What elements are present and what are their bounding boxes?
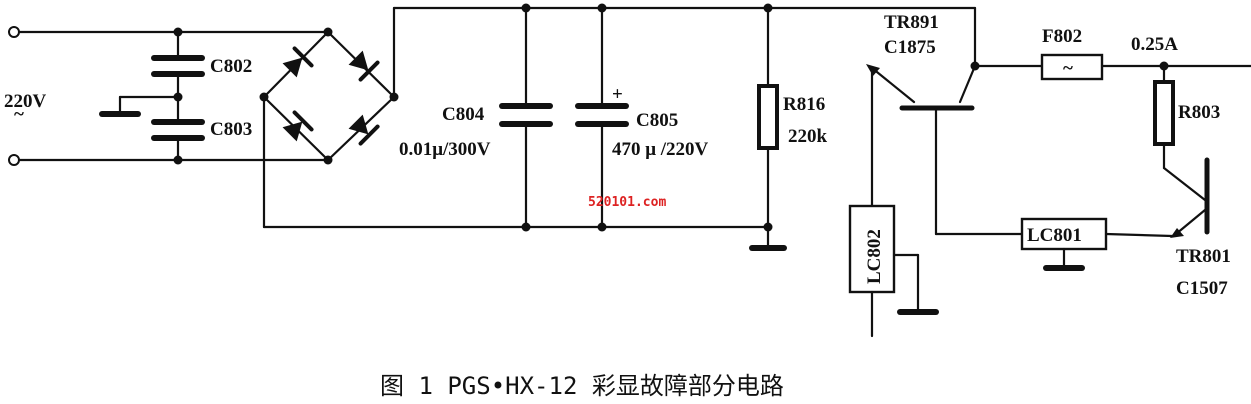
- diode-lower-left: [282, 110, 314, 142]
- c804-value: 0.01μ/300V: [399, 139, 491, 160]
- input-terminal-bottom: [8, 154, 20, 166]
- module-lc802: LC802: [848, 204, 939, 338]
- tr891-label: TR891: [884, 12, 939, 33]
- transistor-tr801: TR801 C1507: [1162, 157, 1231, 299]
- diode-upper-right: [348, 50, 380, 82]
- bridge-rectifier: [259, 27, 399, 165]
- figure-caption: 图 1 PGS•HX-12 彩显故障部分电路: [380, 372, 784, 400]
- input-voltage-label: 220V: [4, 91, 47, 112]
- tr801-label: TR801: [1176, 246, 1231, 267]
- c802-label: C802: [210, 56, 252, 77]
- r816-label: R816: [783, 94, 825, 115]
- f802-label: F802: [1042, 26, 1082, 47]
- fuse-f802: ~ F802 0.25A: [973, 26, 1251, 81]
- tr801-part: C1507: [1176, 278, 1228, 299]
- lc802-label: LC802: [864, 229, 885, 284]
- capacitor-c802-c803: C802 C803: [99, 27, 252, 165]
- watermark: 520101.com: [588, 195, 666, 210]
- diode-upper-left: [282, 46, 314, 78]
- input-ac-symbol: ~: [14, 104, 24, 125]
- resistor-r816: R816 220k: [749, 6, 828, 251]
- fuse-symbol: ~: [1063, 58, 1073, 79]
- tr891-part: C1875: [884, 37, 936, 58]
- transistor-tr891: TR891 C1875: [866, 12, 1024, 236]
- c805-name: C805: [636, 110, 678, 131]
- fuse-current-label: 0.25A: [1131, 34, 1178, 55]
- resistor-r803: R803: [1153, 64, 1220, 170]
- capacitor-c804: C804 0.01μ/300V: [399, 6, 553, 229]
- c804-label: C804: [442, 104, 485, 125]
- c805-polarity: +: [612, 84, 623, 105]
- c805-value: 470 μ /220V: [612, 139, 709, 160]
- input-terminal-top: [8, 26, 20, 38]
- r803-label: R803: [1178, 102, 1220, 123]
- input-section: 220V ~: [4, 26, 330, 166]
- c803-label: C803: [210, 119, 252, 140]
- r816-value: 220k: [788, 126, 828, 147]
- lc801-label: LC801: [1027, 225, 1082, 246]
- diode-lower-right: [348, 114, 380, 146]
- module-lc801: LC801: [1020, 217, 1174, 271]
- capacitor-c805: + C805 470 μ /220V: [575, 6, 709, 229]
